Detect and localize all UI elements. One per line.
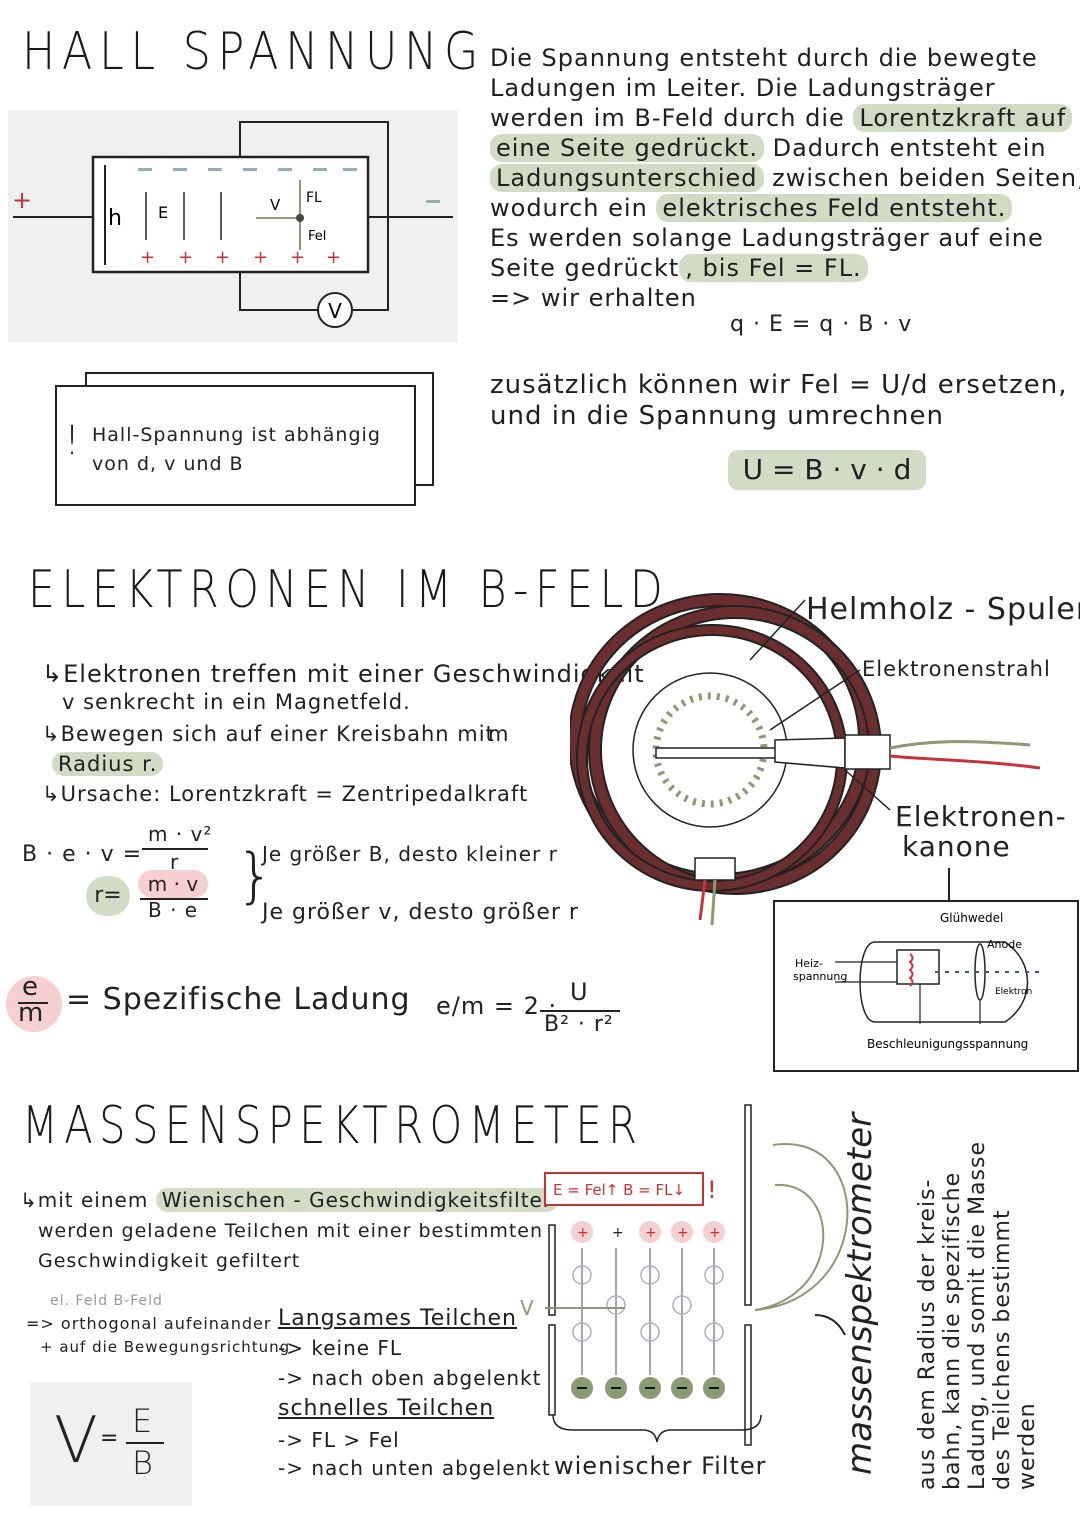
svg-text:h: h [108, 206, 122, 231]
svg-text:spannung: spannung [793, 970, 847, 983]
vertical-note: aus dem Radius der kreis- bahn, kann die… [915, 1141, 1040, 1490]
svg-text:+: + [215, 247, 230, 268]
svg-text:Fel: Fel [308, 229, 326, 244]
svg-text:+: + [140, 247, 155, 268]
svg-text:E = Fel↑ B = FL↓: E = Fel↑ B = FL↓ [553, 1181, 685, 1199]
svg-text:Elektron: Elektron [995, 987, 1032, 997]
svg-text:Glühwedel: Glühwedel [940, 911, 1003, 925]
hall-title: HALL SPANNUNG [22, 22, 486, 82]
svg-text:+: + [677, 1225, 689, 1241]
label-helmholtz: Helmholz - Spulen [806, 592, 1080, 627]
svg-text:E: E [158, 203, 168, 222]
label-electron-beam: Elektronenstrahl [862, 657, 1051, 681]
label-electron-gun-2: kanone [902, 830, 1011, 863]
svg-text:+: + [612, 1225, 624, 1241]
svg-text:+: + [645, 1225, 657, 1241]
svg-text:+: + [709, 1225, 721, 1241]
svg-text:+: + [253, 247, 268, 268]
electron-gun-box: Glühwedel Anode Heiz- spannung Elektron … [773, 900, 1079, 1072]
helmholtz-diagram [568, 590, 1070, 930]
svg-text:+: + [178, 247, 193, 268]
svg-text:V: V [520, 1296, 534, 1320]
vertical-title: massenspektrometer [840, 1112, 880, 1475]
hall-formula-2: U = B · v · d [728, 450, 926, 490]
mass-title: MASSENSPEKTROMETER [22, 1096, 644, 1156]
hall-diagram: V h E + + + + + + V FL Fel + [8, 110, 458, 342]
note-exclamation: ! [64, 418, 81, 464]
mass-formula-box: V = E B [30, 1382, 192, 1506]
electrons-title: ELEKTRONEN IM B-FELD [28, 560, 670, 620]
svg-text:+: + [12, 186, 32, 214]
svg-text:+: + [577, 1225, 589, 1241]
label-electron-gun: Elektronen- [895, 800, 1067, 833]
svg-text:V: V [270, 196, 281, 214]
svg-text:V: V [328, 299, 342, 323]
hall-formula-1: q · E = q · B · v [730, 312, 913, 337]
svg-text:Beschleunigungsspannung: Beschleunigungsspannung [867, 1037, 1028, 1051]
svg-text:Anode: Anode [987, 938, 1022, 951]
svg-text:+: + [290, 247, 305, 268]
wien-filter-diagram: E = Fel↑ B = FL↓ ! + + + + + V [515, 1100, 855, 1450]
svg-text:!: ! [707, 1176, 717, 1204]
svg-text:+: + [326, 247, 341, 268]
wien-filter-label: wienischer Filter [554, 1452, 767, 1480]
svg-text:FL: FL [306, 190, 322, 206]
svg-text:Heiz-: Heiz- [795, 957, 823, 970]
